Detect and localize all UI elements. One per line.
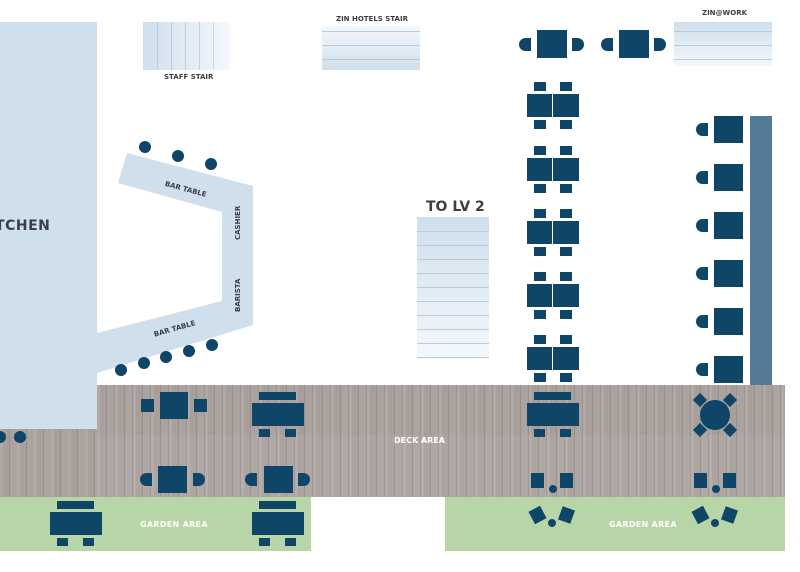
bar-stool[interactable] (138, 357, 150, 369)
table-group-4seat[interactable] (527, 146, 579, 193)
garden-area-right-label: GARDEN AREA (609, 520, 677, 529)
bar-counter-shape (97, 153, 253, 373)
staff-stair-label: STAFF STAIR (164, 73, 214, 81)
table-icon (714, 212, 743, 239)
bar-stool[interactable] (115, 364, 127, 376)
table-group-deck[interactable] (527, 392, 579, 438)
table-icon (553, 94, 579, 117)
cashier-label: CASHIER (234, 205, 242, 240)
side-table-icon (711, 519, 719, 527)
stair-to-level-2[interactable] (417, 217, 489, 359)
table-icon (553, 158, 579, 181)
table-icon (714, 116, 743, 143)
table-group-deck[interactable] (140, 466, 206, 493)
table-icon (264, 466, 293, 493)
table-group-lounge[interactable] (694, 473, 737, 493)
table-icon (714, 260, 743, 287)
table-icon (714, 164, 743, 191)
table-group-4seat[interactable] (527, 272, 579, 319)
stool[interactable] (0, 431, 6, 443)
table-icon (527, 221, 552, 244)
stool[interactable] (14, 431, 26, 443)
round-table-group[interactable] (692, 392, 738, 438)
table-group-deck[interactable] (141, 392, 207, 420)
table-group-4seat[interactable] (527, 209, 579, 256)
table-icon (714, 356, 743, 383)
table-icon (553, 347, 579, 370)
side-table-icon (712, 485, 720, 493)
chair-icon (601, 38, 613, 51)
barista-label: BARISTA (234, 278, 242, 312)
table-group-garden[interactable] (50, 501, 102, 547)
table-group-lounge[interactable] (531, 473, 574, 493)
table-icon (619, 30, 649, 58)
table-icon (252, 403, 304, 426)
table-group-4seat[interactable] (527, 335, 579, 382)
table-icon (527, 284, 552, 307)
bar-stool[interactable] (172, 150, 184, 162)
garden-area-right (445, 497, 785, 551)
deck-area-label: DECK AREA (394, 436, 445, 445)
bar-stool[interactable] (206, 339, 218, 351)
zin-hotels-stair[interactable] (322, 26, 420, 70)
table-icon (50, 512, 102, 535)
bar-stool[interactable] (139, 141, 151, 153)
table-icon (527, 347, 552, 370)
garden-area-left-label: GARDEN AREA (140, 520, 208, 529)
table-group-window[interactable] (696, 164, 744, 191)
bar-counter (97, 153, 253, 373)
bar-stool[interactable] (183, 345, 195, 357)
table-icon (537, 30, 567, 58)
table-group-garden-lounge[interactable] (691, 505, 740, 528)
table-icon (553, 221, 579, 244)
table-icon (527, 158, 552, 181)
table-icon (252, 512, 304, 535)
table-icon (714, 308, 743, 335)
chair-icon (572, 38, 584, 51)
to-level-2-label: TO LV 2 (426, 199, 485, 215)
table-group-deck[interactable] (245, 466, 311, 493)
kitchen-zone (0, 22, 97, 429)
zin-work-label: ZIN@WORK (702, 9, 748, 17)
table-icon (160, 392, 188, 419)
bar-stool[interactable] (160, 351, 172, 363)
table-group-4seat[interactable] (527, 82, 579, 129)
table-group-window[interactable] (696, 260, 744, 287)
table-icon (158, 466, 187, 493)
table-group-window[interactable] (696, 356, 744, 383)
table-icon (553, 284, 579, 307)
table-group-window[interactable] (696, 212, 744, 239)
staff-stair[interactable] (143, 22, 230, 70)
side-table-icon (548, 519, 556, 527)
table-group-garden-lounge[interactable] (528, 505, 577, 528)
table-group-garden[interactable] (252, 501, 304, 547)
chair-icon (654, 38, 666, 51)
chair-icon (519, 38, 531, 51)
table-group-top-2[interactable] (601, 30, 667, 58)
zin-hotels-stair-label: ZIN HOTELS STAIR (336, 15, 408, 23)
table-icon (527, 94, 552, 117)
window-bar-counter (750, 116, 772, 385)
table-group-deck[interactable] (252, 392, 304, 438)
table-group-window[interactable] (696, 116, 744, 143)
round-table-icon (700, 400, 730, 430)
bar-stool[interactable] (205, 158, 217, 170)
kitchen-label: KITCHEN (0, 218, 51, 234)
table-group-top-1[interactable] (519, 30, 585, 58)
table-icon (527, 403, 579, 426)
side-table-icon (549, 485, 557, 493)
zin-work-area[interactable] (674, 22, 772, 66)
deck-area (97, 385, 785, 497)
table-group-window[interactable] (696, 308, 744, 335)
